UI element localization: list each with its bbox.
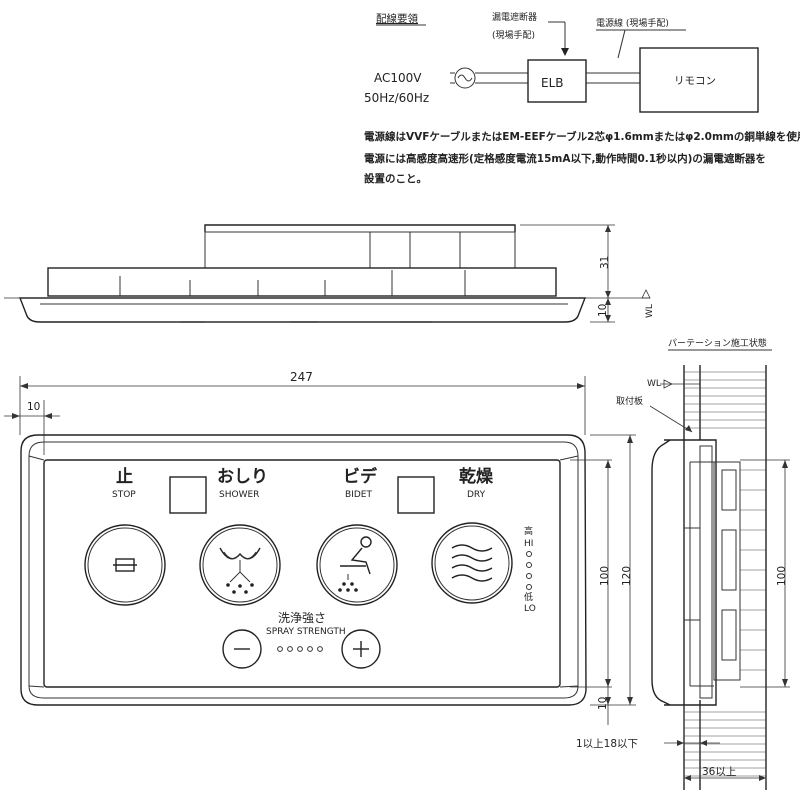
- dry-label-en: DRY: [467, 490, 486, 500]
- shower-button[interactable]: [199, 524, 281, 606]
- dry-high-jp: 高: [524, 525, 533, 537]
- bidet-button[interactable]: [316, 524, 398, 606]
- partition-thickness: 1以上18以下: [576, 738, 638, 750]
- spray-plus-button[interactable]: [341, 629, 381, 669]
- partition-hatch-top: [684, 371, 766, 429]
- front-dim-120: 120: [621, 566, 633, 586]
- stop-icon: [113, 558, 137, 572]
- remote-label: リモコン: [674, 75, 716, 87]
- wiring-title: 配線要領: [376, 12, 418, 25]
- shower-label-en: SHOWER: [219, 490, 259, 500]
- front-dim-width: 247: [290, 370, 313, 384]
- dry-low-jp: 低: [524, 591, 533, 603]
- spray-strength-en: SPRAY STRENGTH: [266, 627, 346, 637]
- side-view: WL 31 10: [4, 224, 655, 323]
- bidet-label-jp: ビデ: [343, 466, 378, 487]
- dry-label-jp: 乾燥: [459, 466, 494, 487]
- sensor-window-left: [169, 476, 207, 514]
- breaker-label: 漏電遮断器: [492, 11, 537, 23]
- remote-box: [639, 47, 759, 113]
- dry-level-indicator: 高 HI 低 LO: [524, 525, 536, 614]
- stop-label-jp: 止: [116, 466, 133, 487]
- stop-button[interactable]: [84, 524, 166, 606]
- bidet-icon: [338, 536, 372, 592]
- dry-high-en: HI: [524, 539, 533, 549]
- sensor-window-right: [397, 476, 435, 514]
- bidet-label-en: BIDET: [345, 490, 372, 500]
- stop-label-en: STOP: [112, 490, 136, 500]
- power-line-label: 電源線 (現場手配): [596, 17, 669, 29]
- dry-low-en: LO: [524, 604, 536, 614]
- wiring-note-3: 設置のこと。: [364, 172, 427, 185]
- front-dim-100: 100: [599, 566, 611, 586]
- side-dim-31: 31: [599, 256, 611, 269]
- partition-depth: 36以上: [702, 766, 736, 778]
- partition-hatch-mid: [740, 469, 766, 671]
- wiring-diagram: 配線要領 漏電遮断器 (現場手配) 電源線 (現場手配) AC100V 50Hz…: [364, 11, 800, 185]
- ac-source-icon: [454, 67, 476, 89]
- dry-icon: [451, 544, 493, 582]
- shower-icon: [219, 547, 261, 594]
- elb-label: ELB: [541, 76, 564, 90]
- side-wl-label: WL: [645, 304, 655, 318]
- ac-voltage: AC100V: [374, 71, 422, 85]
- spray-strength-indicator: [277, 646, 323, 652]
- ac-frequency: 50Hz/60Hz: [364, 91, 429, 105]
- partition-hatch-bottom: [684, 711, 766, 777]
- spray-minus-button[interactable]: [222, 629, 262, 669]
- partition-dim-100: 100: [776, 566, 788, 586]
- wiring-note-2: 電源には高感度高速形(定格感度電流15mA以下,動作時間0.1秒以内)の漏電遮断…: [364, 152, 766, 165]
- remote-panel: [20, 434, 587, 706]
- mount-plate-label: 取付板: [616, 395, 643, 407]
- partition-wl-label: WL: [647, 379, 661, 389]
- front-dim-10: 10: [597, 697, 609, 710]
- spray-strength-jp: 洗浄強さ: [278, 611, 326, 625]
- side-dim-10: 10: [597, 304, 609, 317]
- shower-label-jp: おしり: [217, 467, 268, 487]
- front-dim-left: 10: [27, 401, 40, 413]
- elb-box: [527, 59, 587, 103]
- front-view: 247 10 止 STOP おしり SHOWER ビデ BIDET 乾燥 DRY: [4, 370, 636, 725]
- partition-view: パーテーション施工状態: [576, 337, 790, 790]
- wiring-note-1: 電源線はVVFケーブルまたはEM-EEFケーブル2芯φ1.6mmまたはφ2.0m…: [364, 130, 800, 143]
- dry-button[interactable]: [431, 522, 513, 604]
- breaker-note: (現場手配): [492, 29, 535, 41]
- partition-title: パーテーション施工状態: [668, 337, 767, 349]
- plus-icon: [353, 641, 369, 657]
